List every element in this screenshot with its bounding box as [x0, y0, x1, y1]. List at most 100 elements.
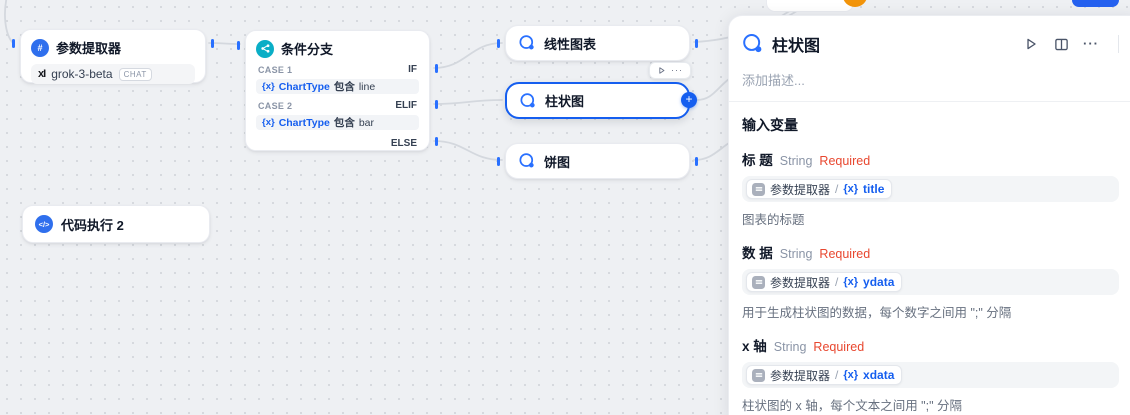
variable-value-row[interactable]: 参数提取器 / {x} title: [742, 176, 1119, 202]
connector-handle[interactable]: [435, 64, 438, 73]
parameter-extractor-icon: #: [31, 38, 49, 57]
connector-handle[interactable]: [695, 157, 698, 166]
node-param-extractor[interactable]: # 参数提取器 xI grok-3-beta CHAT: [12, 29, 214, 84]
edge-elif-to-bar-chart: [433, 99, 503, 105]
else-keyword: ELSE: [390, 138, 417, 149]
node-pie-chart[interactable]: 饼图: [497, 143, 698, 179]
play-icon[interactable]: [657, 66, 666, 75]
input-variables-section-title: 输入变量: [742, 117, 798, 133]
field-description: 用于生成柱状图的数据，每个数字之间用 ";" 分隔: [742, 306, 1012, 320]
chart-tool-icon: [519, 35, 534, 50]
node-title-label: 代码执行 2: [61, 217, 124, 233]
field-description: 图表的标题: [742, 213, 805, 227]
field-group-data: 数 据 String Required 参数提取器 / {x} ydata 用于…: [742, 242, 1119, 321]
connector-handle[interactable]: [497, 157, 500, 166]
field-required-badge: Required: [813, 340, 865, 354]
connector-handle[interactable]: [695, 39, 698, 48]
field-required-badge: Required: [819, 154, 871, 168]
share-branch-icon: [260, 44, 269, 53]
connector-handle[interactable]: [211, 39, 214, 48]
source-node-icon: [752, 368, 765, 382]
chart-tool-icon: [743, 33, 762, 53]
variable-icon: {x}: [843, 369, 859, 381]
avatar-partial[interactable]: [843, 0, 867, 7]
edge-if-to-line-chart: [433, 42, 503, 69]
branch-icon: [256, 39, 274, 58]
field-required-badge: Required: [819, 247, 871, 261]
connector-handle[interactable]: [237, 41, 240, 50]
field-group-title: 标 题 String Required 参数提取器 / {x} title 图表…: [742, 149, 1119, 228]
xai-logo-icon: xI: [38, 68, 46, 80]
case-row: CASE 1 IF: [258, 64, 417, 75]
condition-variable: ChartType: [278, 80, 330, 93]
model-selector[interactable]: xI grok-3-beta CHAT: [31, 64, 195, 84]
field-type: String: [779, 247, 813, 261]
field-type: String: [773, 340, 807, 354]
panel-header: 柱状图 ···: [742, 30, 1119, 58]
field-label: 标 题: [742, 153, 773, 168]
edge-else-to-pie-chart: [433, 140, 503, 161]
book-open-icon: [1054, 38, 1068, 50]
connector-handle[interactable]: [497, 39, 500, 48]
model-name: grok-3-beta: [51, 67, 113, 81]
more-menu-button[interactable]: ···: [1083, 36, 1099, 51]
field-description: 柱状图的 x 轴，每个文本之间用 ";" 分隔: [742, 399, 962, 413]
variable-chip[interactable]: 参数提取器 / {x} ydata: [746, 272, 903, 292]
node-line-chart[interactable]: 线性图表: [497, 25, 698, 61]
node-title-label: 柱状图: [545, 94, 585, 109]
path-separator: /: [835, 182, 839, 196]
description-input[interactable]: 添加描述...: [742, 73, 805, 88]
field-label: 数 据: [742, 246, 773, 261]
node-config-panel: 柱状图 ··· 添加描述... 输入变量 标 题: [728, 15, 1130, 415]
case-label: CASE 2: [258, 100, 293, 111]
variable-name: ydata: [863, 275, 895, 289]
variable-icon: {x}: [262, 81, 275, 92]
node-code-exec[interactable]: </> 代码执行 2: [22, 205, 210, 243]
connector-handle[interactable]: [435, 137, 438, 146]
variable-icon: {x}: [843, 183, 859, 195]
chart-tool-icon: [520, 92, 535, 107]
node-toolbar[interactable]: ···: [649, 62, 691, 79]
offscreen-node-partial: [766, 0, 854, 12]
field-type: String: [779, 154, 813, 168]
condition-operator: 包含: [333, 117, 355, 129]
case-row: CASE 2 ELIF: [258, 100, 417, 111]
case-label: CASE 1: [258, 64, 293, 75]
connector-handle[interactable]: [12, 39, 15, 48]
source-node-icon: [752, 182, 765, 196]
add-next-node-button[interactable]: +: [681, 92, 697, 108]
more-icon[interactable]: ···: [671, 65, 683, 75]
path-separator: /: [835, 368, 839, 382]
divider: [729, 101, 1130, 102]
chart-tool-icon: [519, 153, 534, 168]
condition-chip[interactable]: {x} ChartType 包含 bar: [256, 115, 419, 130]
node-title-label: 条件分支: [281, 42, 334, 57]
condition-value: line: [358, 80, 376, 93]
field-label: x 轴: [742, 339, 767, 354]
variable-name: title: [863, 182, 885, 196]
variable-icon: {x}: [843, 276, 859, 288]
field-group-xaxis: x 轴 String Required 参数提取器 / {x} xdata 柱状…: [742, 335, 1119, 414]
variable-value-row[interactable]: 参数提取器 / {x} ydata: [742, 269, 1119, 295]
connector-handle[interactable]: [435, 100, 438, 109]
node-bar-chart[interactable]: 柱状图: [505, 82, 690, 119]
condition-variable: ChartType: [278, 116, 330, 129]
edge-pie-chart-out: [693, 142, 730, 161]
split-view-button[interactable]: [1050, 33, 1072, 55]
case-keyword: ELIF: [395, 100, 417, 111]
node-if-else[interactable]: 条件分支 CASE 1 IF {x} ChartType 包含 line CAS…: [237, 30, 438, 151]
condition-chip[interactable]: {x} ChartType 包含 line: [256, 79, 419, 94]
publish-button-partial[interactable]: [1072, 0, 1119, 7]
chat-badge: CHAT: [118, 67, 152, 81]
path-separator: /: [835, 275, 839, 289]
variable-source: 参数提取器: [770, 182, 831, 197]
play-icon: [1027, 38, 1036, 50]
variable-chip[interactable]: 参数提取器 / {x} title: [746, 179, 893, 199]
run-button[interactable]: [1020, 33, 1042, 55]
variable-source: 参数提取器: [770, 368, 831, 383]
variable-chip[interactable]: 参数提取器 / {x} xdata: [746, 365, 903, 385]
edge-into-param-extractor: [4, 0, 13, 43]
condition-value: bar: [358, 116, 375, 129]
variable-value-row[interactable]: 参数提取器 / {x} xdata: [742, 362, 1119, 388]
